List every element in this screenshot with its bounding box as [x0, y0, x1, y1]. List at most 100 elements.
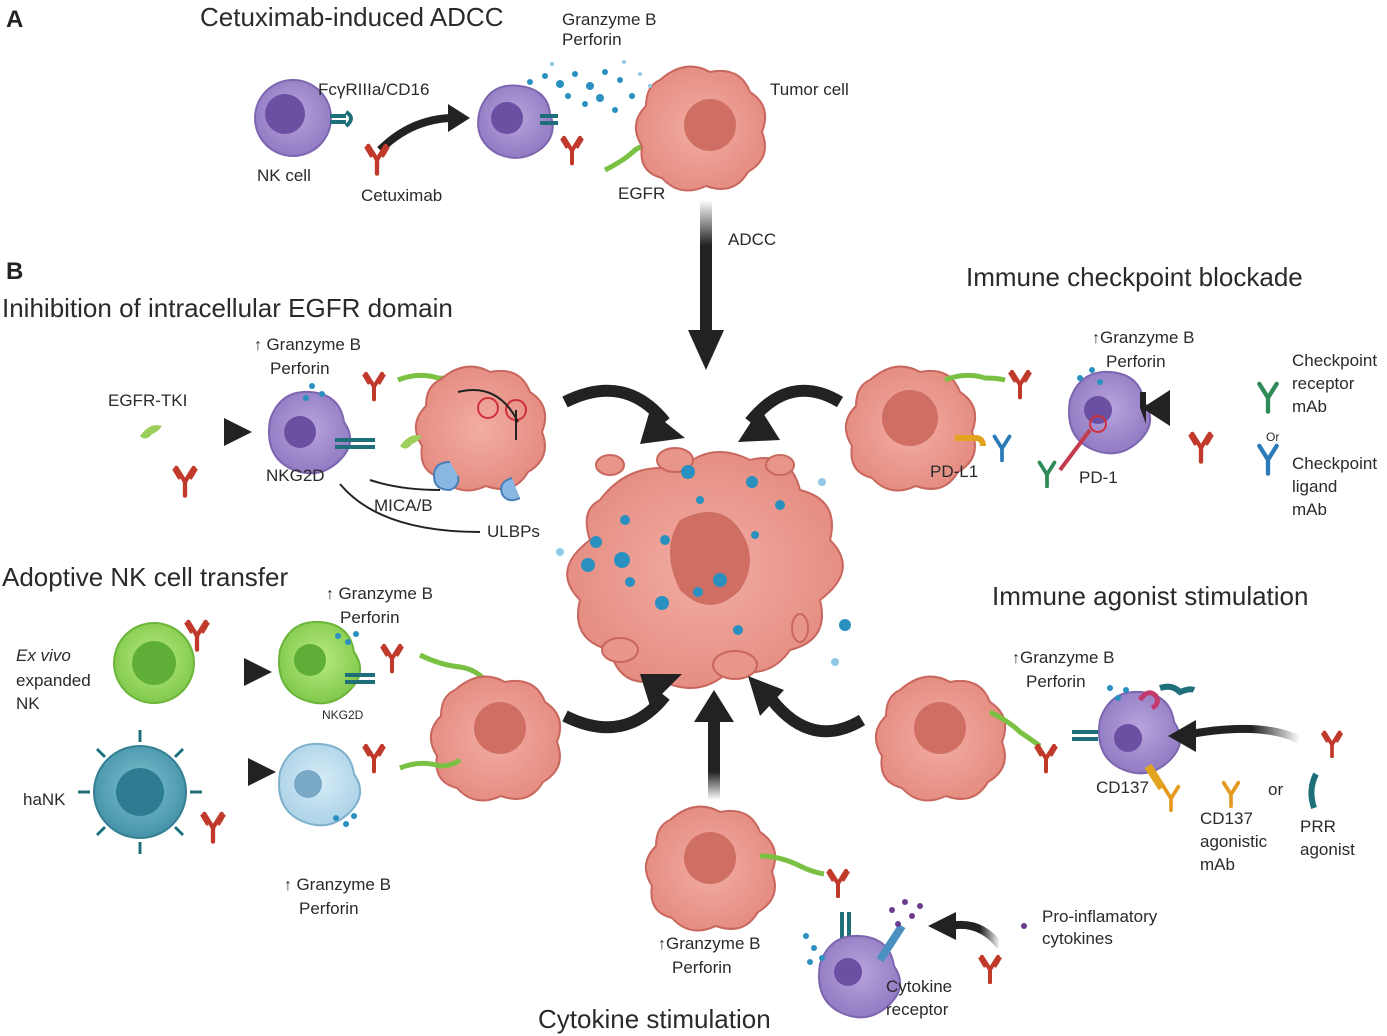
hank-cell — [78, 730, 202, 854]
label-granzyme-text: Granzyme B — [338, 584, 433, 603]
arrow-head-icon — [694, 690, 734, 722]
tumor-cell-a — [635, 65, 766, 192]
label-expanded-nk: expanded NK — [16, 671, 91, 713]
heading-agonist: Immune agonist stimulation — [992, 581, 1309, 611]
label-egfr-tki: EGFR-TKI — [108, 391, 188, 410]
label-or-small: Or — [1266, 430, 1280, 444]
mica-icon — [432, 461, 460, 492]
antibody-icon — [1161, 784, 1181, 812]
label-nkg2d: NKG2D — [266, 466, 325, 485]
antibody-icon — [1320, 730, 1344, 758]
prr-agonist-icon — [1159, 683, 1196, 696]
nk-cell-resting — [254, 79, 332, 157]
antibody-icon — [562, 138, 583, 164]
kill-arrow-left — [562, 384, 670, 426]
heading-adoptive: Adoptive NK cell transfer — [2, 562, 289, 592]
arrow-head-icon — [748, 676, 784, 716]
antibody-icon — [1221, 780, 1241, 808]
label-checkpoint-ligand: Checkpoint ligand mAb — [1292, 454, 1378, 519]
prr-receptor-icon — [1137, 690, 1160, 711]
label-pd-l1: PD-L1 — [930, 462, 979, 481]
label-adcc: ADCC — [728, 230, 777, 249]
adcc-arrow-head-icon — [688, 330, 724, 370]
arrow-head-icon — [1168, 720, 1196, 752]
arrow-head-icon — [448, 104, 470, 132]
egfr-receptor-icon — [418, 652, 486, 681]
antibody-icon — [992, 434, 1012, 462]
cd137-receptor-icon — [1144, 763, 1166, 791]
arrow-head-icon — [928, 912, 956, 940]
kill-arrow-lower-left — [562, 692, 670, 734]
mica-pointer-arrow — [369, 479, 441, 491]
activation-arrow — [377, 114, 451, 153]
label-egfr: EGFR — [618, 184, 666, 203]
label-nkg2d-small: NKG2D — [322, 708, 364, 722]
heading-checkpoint: Immune checkpoint blockade — [966, 262, 1303, 292]
heading-adcc: Cetuximab-induced ADCC — [200, 2, 504, 32]
cd16-receptor-icon — [540, 114, 558, 125]
granule-cloud — [803, 933, 825, 965]
nk-cell-green-activated — [278, 620, 361, 705]
cytokine-dots — [889, 899, 1027, 929]
antibody-icon — [826, 868, 850, 898]
nk-cell-activated — [477, 84, 554, 159]
antibody-icon — [174, 468, 197, 496]
nk-cell-ex-vivo — [113, 622, 195, 704]
label-cd137: CD137 — [1096, 778, 1149, 797]
label-pd-1: PD-1 — [1079, 468, 1118, 487]
tumor-cell-agonist — [875, 675, 1006, 802]
label-prr-agonist: PRR agonist — [1300, 817, 1355, 859]
label-hank: haNK — [23, 790, 66, 809]
hank-cell-activated — [278, 742, 361, 827]
agonist-arrow — [1179, 724, 1302, 744]
label-cd137-mab: CD137 agonistic mAb — [1200, 809, 1268, 874]
antibody-icon — [364, 746, 385, 772]
label-pro-inflammatory: Pro-inflamatory cytokines — [1042, 907, 1158, 949]
granule-cloud — [527, 60, 652, 113]
arrow-head-icon — [640, 674, 682, 706]
up-arrow-icon: ↑ — [1092, 330, 1100, 347]
panel-checkpoint — [738, 365, 1277, 492]
antibody-icon — [382, 646, 403, 672]
label-cytokine-receptor: Cytokine receptor — [886, 977, 953, 1019]
label-perforin-egfr: Perforin — [270, 359, 330, 378]
label-perforin-agonist: Perforin — [1026, 672, 1086, 691]
up-arrow-icon: ↑ — [284, 877, 297, 894]
label-granzyme-text: Granzyme B — [666, 934, 761, 953]
panel-egfr-inhibition — [140, 365, 685, 533]
antibody-icon — [202, 814, 225, 842]
label-granzyme-checkpoint: ↑Granzyme B — [1092, 328, 1194, 348]
label-mica-b: MICA/B — [374, 496, 433, 515]
label-granzyme-adoptive: ↑ Granzyme B — [326, 584, 433, 604]
label-granzyme-text: Granzyme B — [1020, 648, 1115, 667]
arrow-head-icon — [248, 758, 276, 786]
egfr-receptor-icon — [399, 757, 462, 771]
panel-a — [254, 60, 766, 370]
granule-cloud — [1107, 685, 1129, 701]
label-granzyme-hank: ↑ Granzyme B — [284, 875, 391, 895]
egfr-receptor-icon — [944, 372, 1006, 383]
antibody-icon — [1259, 446, 1276, 474]
label-perforin-checkpoint: Perforin — [1106, 352, 1166, 371]
nkg2d-receptor-icon — [345, 673, 375, 684]
label-fcgr: FcγRIIIa/CD16 — [318, 80, 430, 99]
tumor-cell-adoptive — [430, 675, 561, 802]
up-arrow-icon: ↑ — [1012, 650, 1020, 667]
pdl1-icon — [955, 435, 986, 447]
arrow-head-icon — [738, 408, 780, 442]
panel-a-letter: A — [6, 6, 24, 33]
panel-adoptive — [78, 622, 682, 854]
label-granzyme-text: Granzyme B — [266, 335, 361, 354]
cytokine-arrow-shaft — [708, 720, 720, 800]
nkg2d-receptor-icon — [335, 438, 375, 449]
fc-receptor-icon — [330, 110, 353, 128]
label-perforin-cytokine: Perforin — [672, 958, 732, 977]
label-granzyme-text: Granzyme B — [1100, 328, 1195, 347]
tumor-cell-checkpoint — [845, 365, 976, 492]
tki-icon — [140, 425, 162, 439]
label-granzyme-egfr: ↑ Granzyme B — [254, 335, 361, 355]
up-arrow-icon: ↑ — [326, 586, 339, 603]
lysed-tumor-cell — [556, 447, 851, 689]
antibody-icon — [978, 954, 1002, 984]
panel-agonist — [748, 675, 1344, 812]
